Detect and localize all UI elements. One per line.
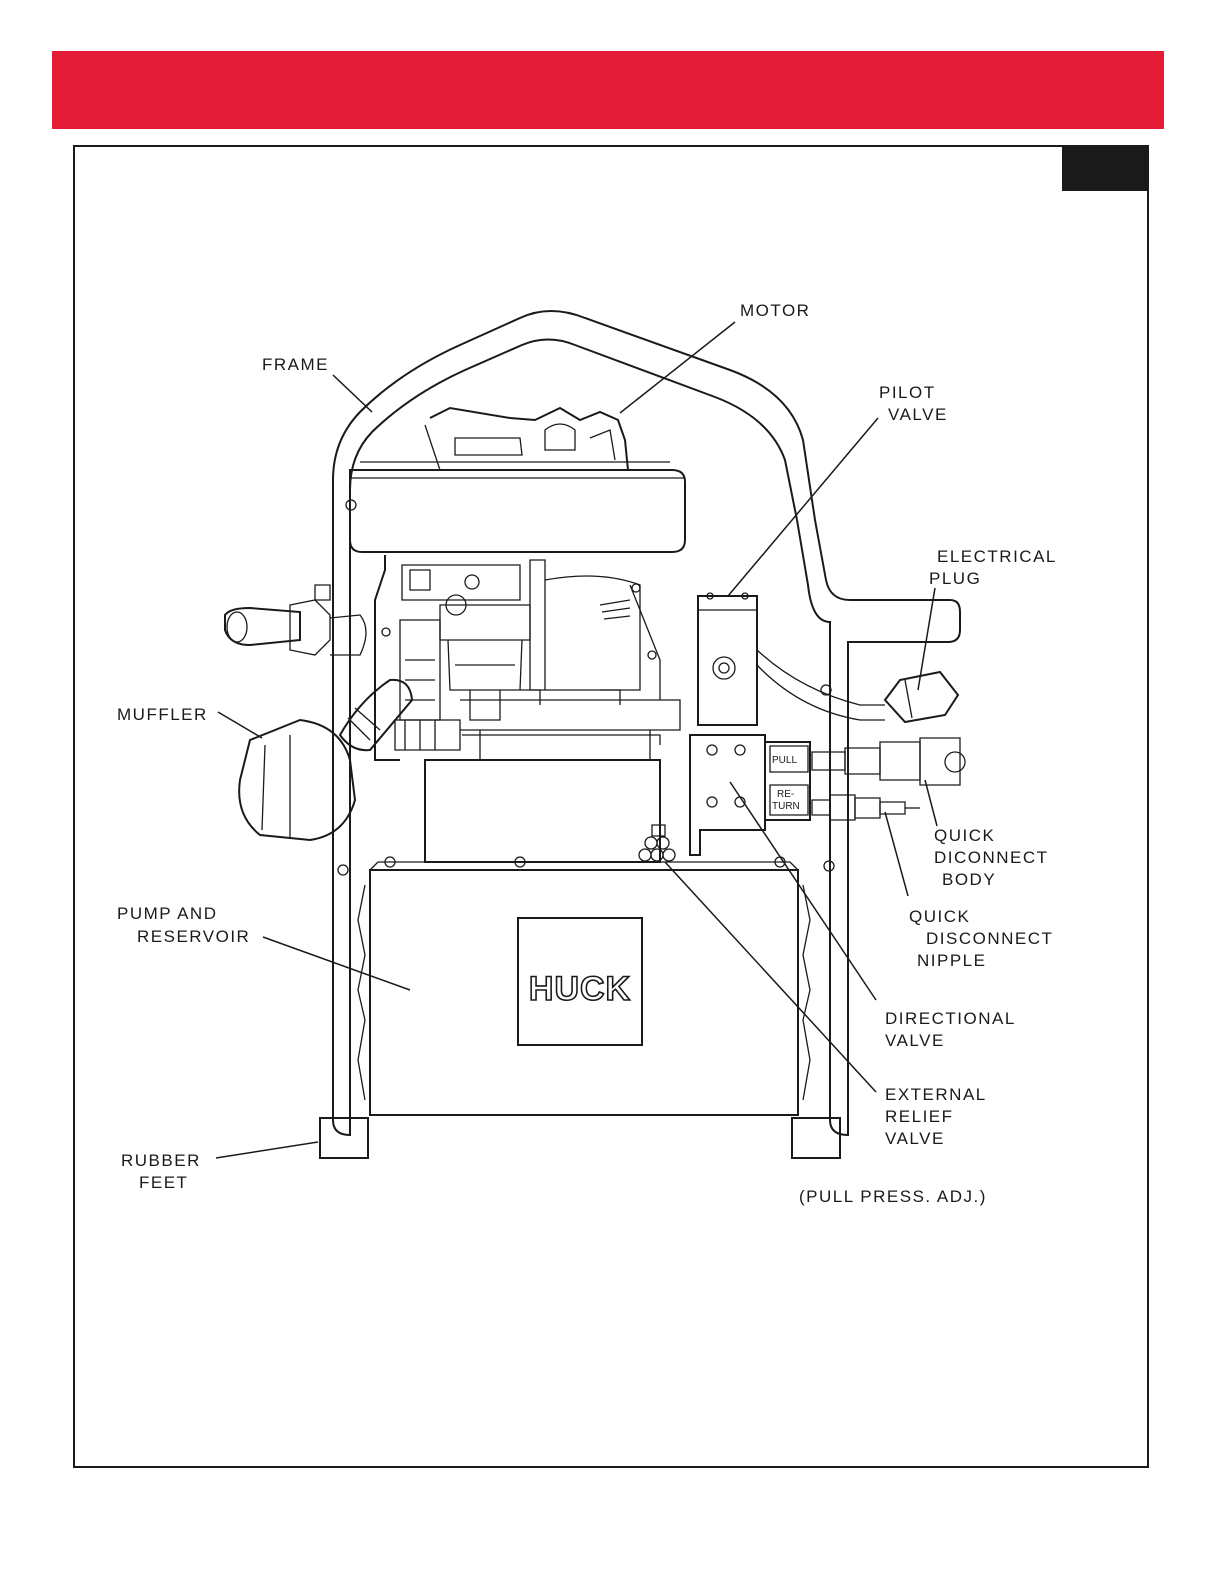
pump-and-reservoir xyxy=(358,760,810,1115)
label-qd-nipple-line1: QUICK xyxy=(909,907,970,926)
label-relief-valve-line2: RELIEF xyxy=(885,1107,954,1126)
label-rubber-feet-line1: RUBBER xyxy=(121,1151,201,1170)
frame-tube xyxy=(333,311,960,1135)
brand-logo: HUCK xyxy=(529,970,631,1008)
label-relief-valve-line1: EXTERNAL xyxy=(885,1085,987,1104)
label-muffler: MUFFLER xyxy=(117,705,208,724)
electrical-plug xyxy=(885,672,958,722)
label-pump-reservoir-line2: RESERVOIR xyxy=(137,927,250,946)
motor-housing xyxy=(350,408,685,552)
return-panel-label-line2: TURN xyxy=(772,801,800,812)
label-directional-valve-line2: VALVE xyxy=(885,1031,945,1050)
label-qd-body-line2: DICONNECT xyxy=(934,848,1049,867)
quick-disconnect-body xyxy=(812,738,965,785)
label-directional-valve-line1: DIRECTIONAL xyxy=(885,1009,1016,1028)
rubber-feet xyxy=(320,1118,840,1158)
engine-assembly xyxy=(375,555,680,760)
label-pilot-valve-line2: VALVE xyxy=(888,405,948,424)
label-qd-nipple-line2: DISCONNECT xyxy=(926,929,1053,948)
label-pilot-valve-line1: PILOT xyxy=(879,383,936,402)
label-electrical-plug-line2: PLUG xyxy=(929,569,981,588)
label-qd-body-line3: BODY xyxy=(942,870,996,889)
pilot-valve xyxy=(698,593,885,725)
external-relief-valve xyxy=(639,825,675,861)
label-relief-valve-line3: VALVE xyxy=(885,1129,945,1148)
label-rubber-feet-line2: FEET xyxy=(139,1173,188,1192)
leader-lines xyxy=(216,322,937,1158)
label-qd-body-line1: QUICK xyxy=(934,826,995,845)
pull-panel-label: PULL xyxy=(772,755,797,766)
quick-disconnect-nipple xyxy=(812,795,920,820)
label-motor: MOTOR xyxy=(740,301,810,320)
return-panel-label-line1: RE- xyxy=(777,789,794,800)
label-pull-press-adj: (PULL PRESS. ADJ.) xyxy=(799,1187,987,1206)
label-frame: FRAME xyxy=(262,355,329,374)
label-electrical-plug-line1: ELECTRICAL xyxy=(937,547,1057,566)
label-qd-nipple-line3: NIPPLE xyxy=(917,951,986,970)
label-pump-reservoir-line1: PUMP AND xyxy=(117,904,218,923)
exhaust-pipe xyxy=(225,585,366,655)
